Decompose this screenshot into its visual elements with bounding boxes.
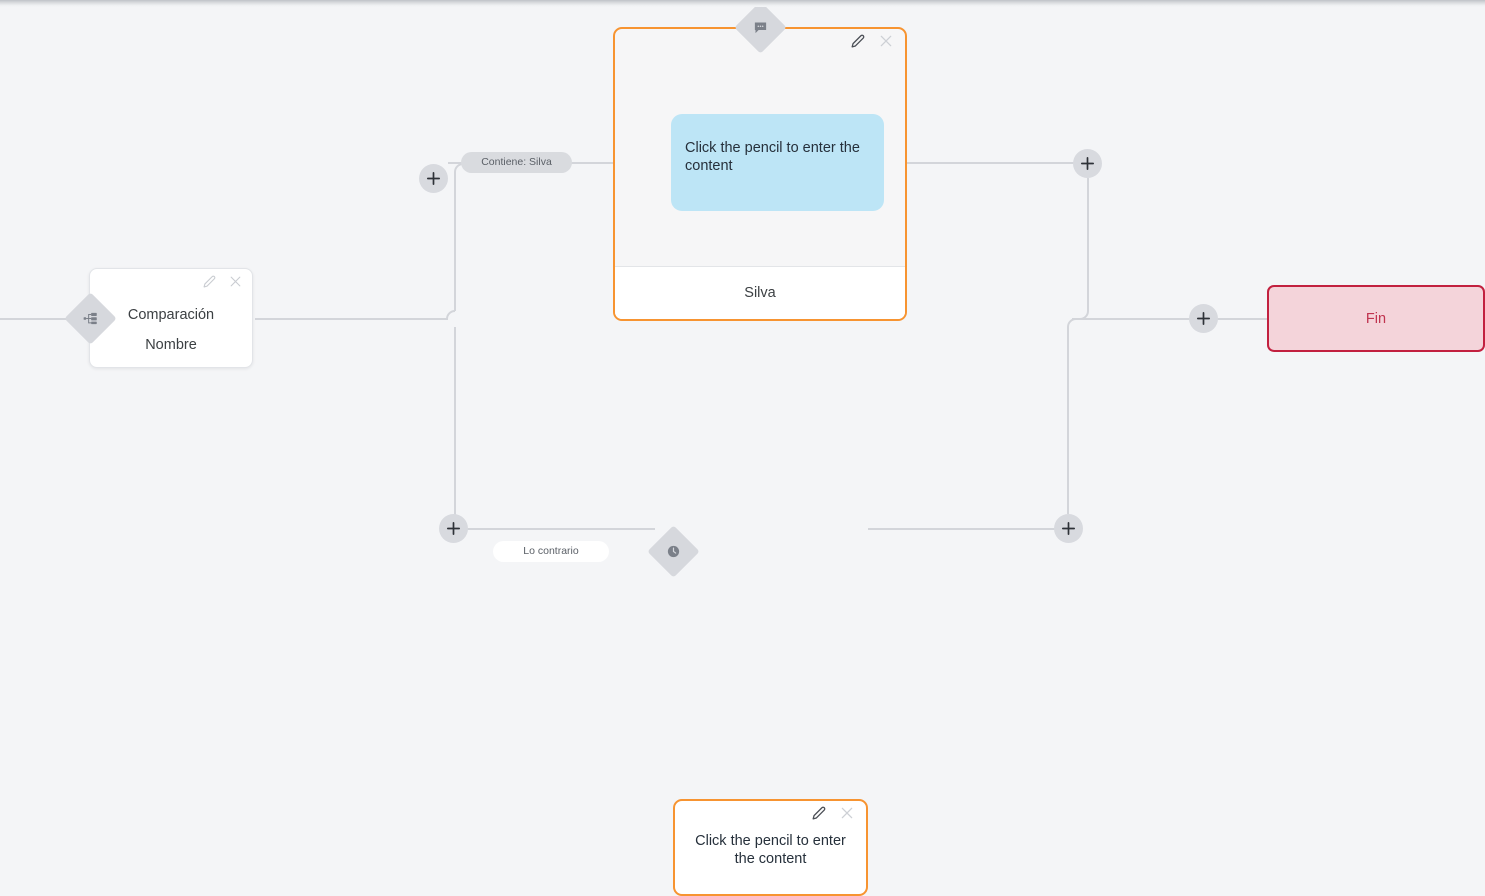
link-compare-to-split	[255, 310, 456, 320]
node-comparison[interactable]: Comparación Nombre	[89, 268, 253, 368]
pencil-icon[interactable]	[812, 806, 826, 820]
add-node-button-after-message-top[interactable]	[1073, 149, 1102, 178]
comparison-card[interactable]: Comparación Nombre	[89, 268, 253, 368]
message-top-footer: Silva	[615, 266, 905, 319]
node-message-top[interactable]: Click the pencil to enter the content Si…	[613, 27, 907, 321]
window-chrome-bar	[0, 0, 1485, 7]
add-node-button-before-end[interactable]	[1189, 304, 1218, 333]
clock-icon	[666, 544, 681, 559]
link-split-down	[454, 327, 464, 530]
message-bottom-text: Click the pencil to enter the content	[695, 833, 846, 868]
message-top-bubble: Click the pencil to enter the content	[671, 114, 884, 211]
link-split-up	[454, 163, 464, 311]
close-icon[interactable]	[840, 806, 854, 820]
message-bottom-handle[interactable]	[647, 525, 700, 578]
close-icon[interactable]	[879, 34, 893, 48]
branch-icon	[83, 311, 98, 326]
link-msgtop-down	[1079, 178, 1089, 320]
edge-label-contiene-silva: Contiene: Silva	[461, 152, 572, 173]
add-node-button-after-message-bottom[interactable]	[1054, 514, 1083, 543]
comparison-title: Comparación	[127, 307, 215, 323]
edge-label-lo-contrario: Lo contrario	[493, 541, 609, 562]
message-top-handle[interactable]	[734, 1, 787, 54]
pencil-icon[interactable]	[203, 275, 216, 288]
link-msgbottom-up	[1067, 318, 1077, 514]
end-node-label: Fin	[1365, 310, 1387, 327]
node-end[interactable]: Fin	[1267, 285, 1485, 352]
pencil-icon[interactable]	[851, 34, 865, 48]
add-node-button-true-branch[interactable]	[419, 164, 448, 193]
node-message-bottom[interactable]: Click the pencil to enter the content	[673, 799, 868, 896]
add-node-button-false-branch[interactable]	[439, 514, 468, 543]
message-top-toolbar	[851, 34, 893, 48]
close-icon[interactable]	[229, 275, 242, 288]
comparison-subtitle: Nombre	[145, 336, 197, 353]
comparison-handle[interactable]	[64, 292, 117, 345]
message-bottom-toolbar	[812, 806, 854, 820]
chat-bubble-icon	[753, 20, 768, 35]
comparison-card-toolbar	[203, 275, 242, 288]
